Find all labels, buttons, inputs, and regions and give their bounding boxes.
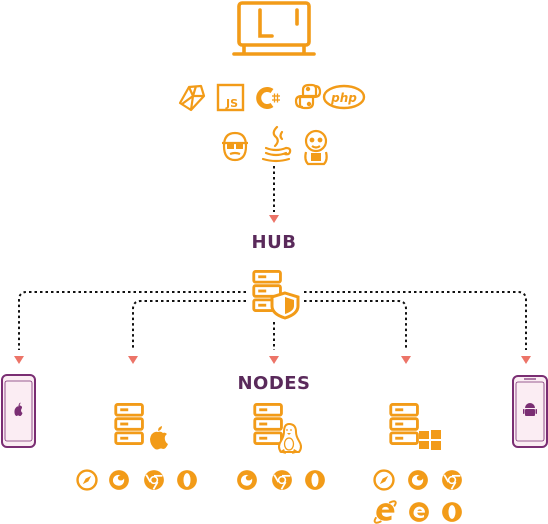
opera-icon: [305, 470, 325, 490]
hub-connectors: [18, 291, 527, 350]
opera-icon: [177, 470, 197, 490]
apple-icon: [14, 402, 23, 416]
firefox-icon: [237, 470, 257, 490]
python-icon: [294, 83, 322, 110]
ruby-icon: [178, 84, 206, 112]
chrome-icon: [441, 469, 463, 491]
node-arrows: [14, 356, 531, 364]
chrome-icon: [143, 469, 165, 491]
client-to-hub-arrow: [269, 166, 279, 223]
safari-icon: [373, 469, 395, 491]
apple-os-icon: [150, 426, 168, 450]
csharp-icon: [256, 87, 280, 109]
windows-browsers: [373, 469, 463, 524]
js-text: JS: [225, 97, 238, 110]
android-icon: [523, 403, 537, 416]
jenkins-icon: [304, 129, 328, 166]
windows-os-icon: [419, 430, 441, 450]
monitor-icon: [232, 1, 316, 56]
firefox-icon: [408, 470, 428, 490]
linux-node-server-icon: [253, 402, 302, 454]
nodes-label: NODES: [237, 373, 311, 394]
hub-label: HUB: [251, 232, 297, 253]
java-icon: [261, 125, 292, 163]
safari-icon: [76, 469, 98, 491]
php-text: php: [330, 91, 357, 105]
ie-icon: [373, 500, 397, 524]
php-icon: php: [322, 84, 366, 110]
javascript-icon: JS: [216, 83, 245, 112]
mac-node-server-icon: [114, 402, 168, 450]
chrome-icon: [271, 469, 293, 491]
edge-icon: [409, 502, 429, 522]
mac-browsers: [76, 469, 197, 491]
android-phone-icon: [512, 375, 548, 448]
linux-browsers: [237, 469, 325, 491]
robot-icon: [222, 131, 248, 162]
hub-server-icon: [252, 269, 300, 320]
windows-node-server-icon: [389, 402, 441, 450]
linux-os-icon: [278, 422, 302, 454]
opera-icon: [442, 502, 462, 522]
firefox-icon: [109, 470, 129, 490]
iphone-icon: [1, 374, 36, 448]
